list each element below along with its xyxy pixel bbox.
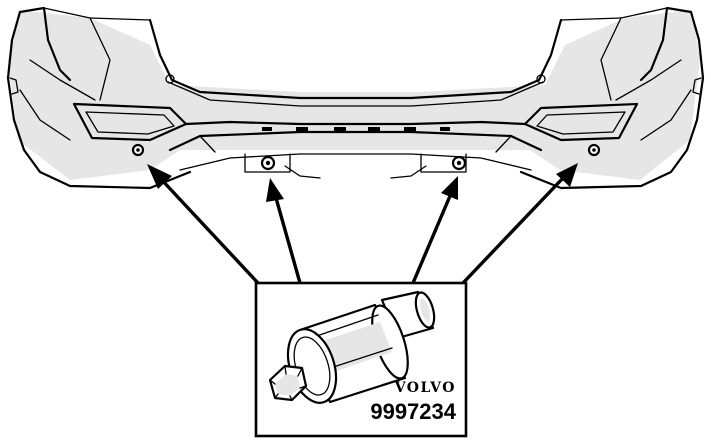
arrow-inner-right: [411, 195, 452, 284]
bumper-fasteners: [131, 143, 601, 171]
fastener-outer-right: [587, 143, 601, 157]
tool-brand-label: VOLVO: [394, 380, 456, 396]
fastener-inner-right: [451, 155, 467, 171]
pointer-arrows: [147, 163, 578, 285]
fastener-outer-left: [131, 143, 145, 157]
rear-bumper-cover: [6, 6, 705, 190]
arrow-inner-left: [274, 197, 302, 284]
diffuser-slots: [262, 127, 450, 131]
socket-tool-icon: [268, 290, 436, 404]
arrow-outer-left: [158, 176, 260, 285]
fastener-inner-left: [260, 155, 276, 171]
tool-part-number: 9997234: [370, 399, 456, 424]
special-tool-callout: VOLVO 9997234: [254, 281, 468, 438]
arrow-outer-right: [461, 175, 566, 285]
